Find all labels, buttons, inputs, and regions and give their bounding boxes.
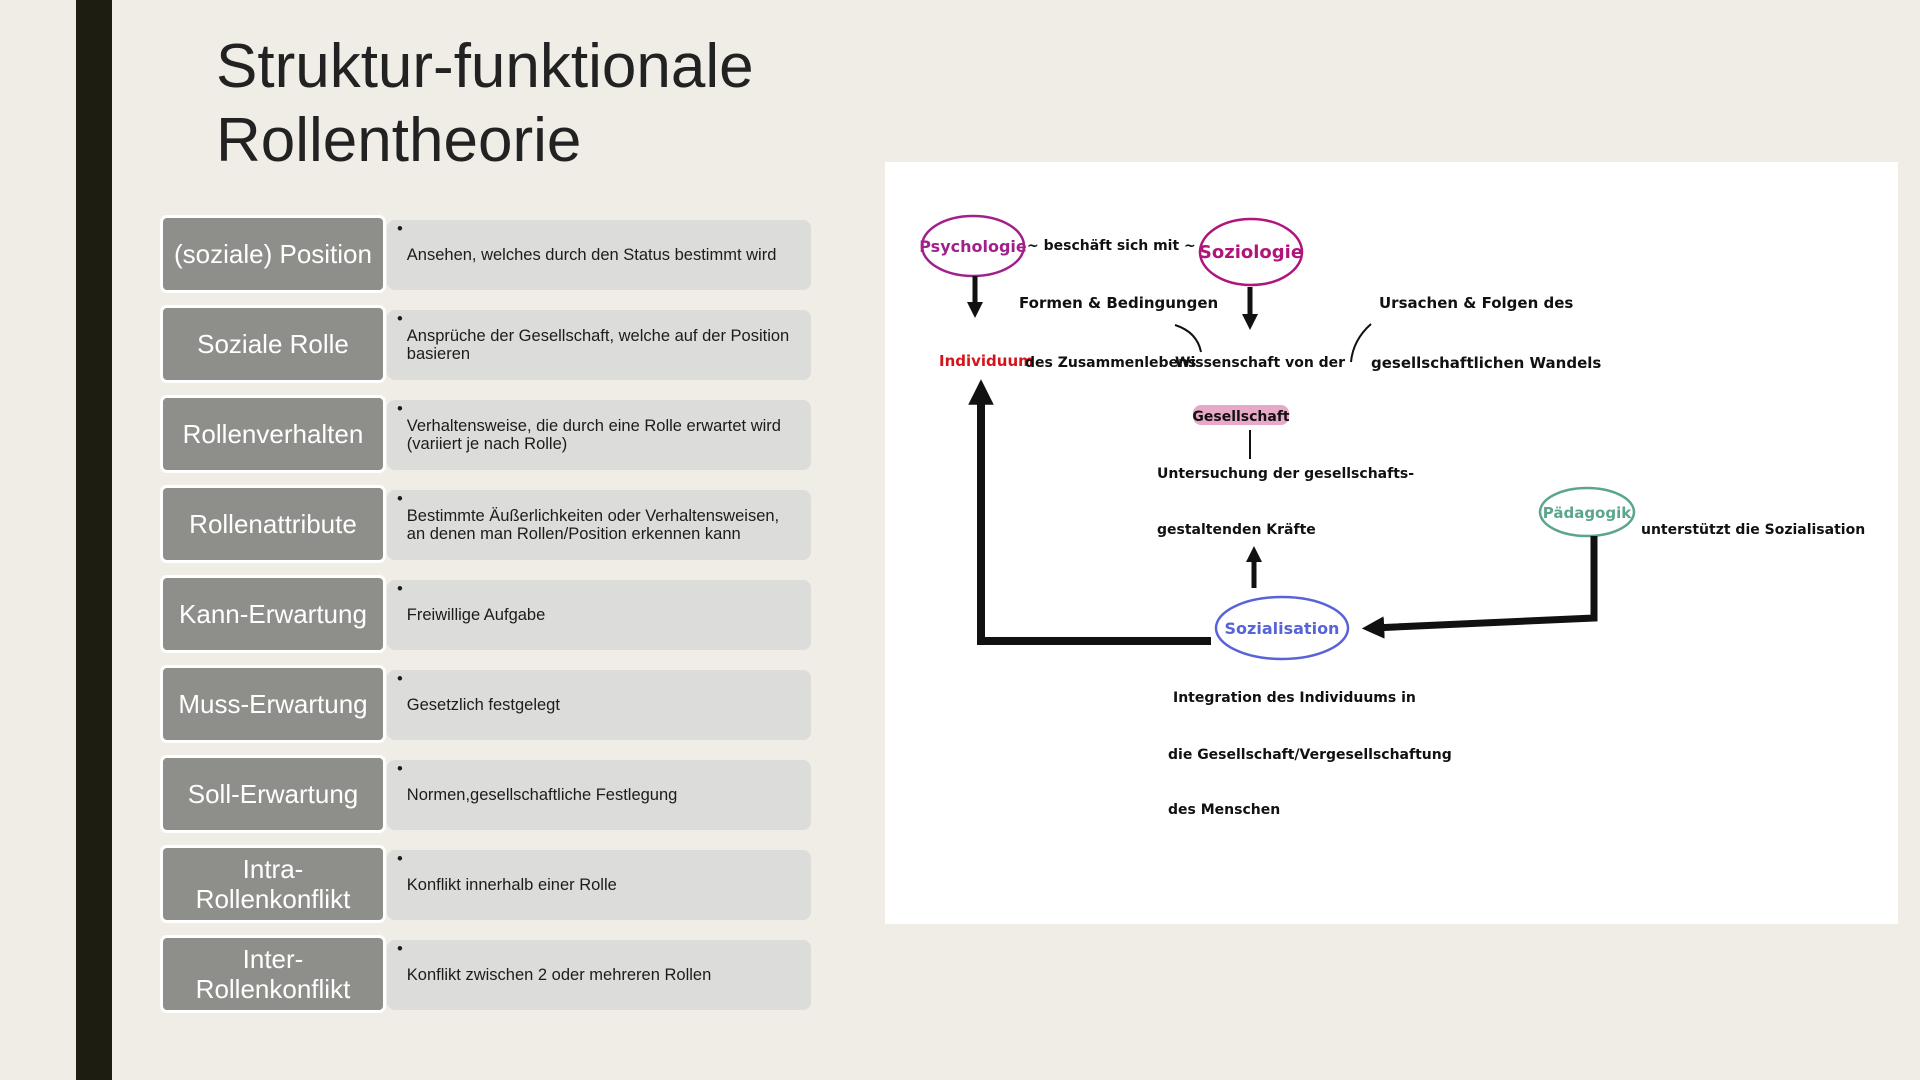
- definition-cell: •Verhaltensweise, die durch eine Rolle e…: [387, 400, 811, 470]
- individuum-label: Individuum: [939, 352, 1034, 370]
- sozialisation-label: Sozialisation: [1225, 619, 1340, 638]
- table-row: Intra-Rollenkonflikt •Konflikt innerhalb…: [157, 845, 814, 923]
- integration-line-3: des Menschen: [1168, 802, 1280, 818]
- table-row: Muss-Erwartung •Gesetzlich festgelegt: [157, 665, 814, 743]
- bullet: •: [397, 760, 403, 778]
- title-line-1: Struktur-funktionale: [216, 32, 754, 101]
- definition-cell: •Freiwillige Aufgabe: [387, 580, 811, 650]
- beschaeft-label: ~ beschäft sich mit ~: [1027, 238, 1196, 254]
- definition-cell: •Konflikt zwischen 2 oder mehreren Rolle…: [387, 940, 811, 1010]
- term-line: Inter-: [242, 944, 304, 974]
- bullet: •: [397, 670, 403, 688]
- term-line: Rollenkonflikt: [195, 974, 351, 1004]
- left-accent-bar: [76, 0, 112, 1080]
- definition-text: Konflikt zwischen 2 oder mehreren Rollen: [406, 966, 712, 984]
- definition-text: Ansprüche der Gesellschaft, welche auf d…: [406, 327, 790, 363]
- definition-text: Konflikt innerhalb einer Rolle: [406, 876, 617, 894]
- ursachen-connector: [1350, 323, 1372, 363]
- bullet: •: [397, 490, 403, 508]
- definition-cell: •Konflikt innerhalb einer Rolle: [387, 850, 811, 920]
- integration-line-2: die Gesellschaft/Vergesellschaftung: [1168, 747, 1452, 763]
- definition-text: Gesetzlich festgelegt: [406, 696, 560, 714]
- term-line: Rollenkonflikt: [195, 884, 351, 914]
- definition-text: Verhaltensweise, die durch eine Rolle er…: [406, 417, 781, 453]
- title-line-2: Rollentheorie: [216, 106, 582, 175]
- diagram-panel: Psychologie ~ beschäft sich mit ~ Soziol…: [885, 162, 1898, 924]
- ursachen-label: Ursachen & Folgen des: [1379, 294, 1573, 312]
- definition-text: Freiwillige Aufgabe: [406, 606, 546, 624]
- definition-cell: •Bestimmte Äußerlichkeiten oder Verhalte…: [387, 490, 811, 560]
- zusammenleben-label: des Zusammenlebens: [1025, 355, 1196, 371]
- term-cell: (soziale) Position: [160, 215, 386, 293]
- bullet: •: [397, 940, 403, 958]
- gesellschaft-label: Gesellschaft: [1192, 409, 1290, 425]
- wandel-label: gesellschaftlichen Wandels: [1371, 354, 1601, 372]
- table-row: Rollenverhalten •Verhaltensweise, die du…: [157, 395, 814, 473]
- table-row: Kann-Erwartung •Freiwillige Aufgabe: [157, 575, 814, 653]
- formen-connector: [1174, 324, 1202, 353]
- table-row: Inter-Rollenkonflikt •Konflikt zwischen …: [157, 935, 814, 1013]
- bullet: •: [397, 850, 403, 868]
- untersuchung-line-1: Untersuchung der gesellschafts-: [1157, 466, 1414, 482]
- bullet: •: [397, 400, 403, 418]
- table-row: Soll-Erwartung •Normen,gesellschaftliche…: [157, 755, 814, 833]
- term-cell: Muss-Erwartung: [160, 665, 386, 743]
- definition-cell: •Gesetzlich festgelegt: [387, 670, 811, 740]
- definition-cell: •Ansehen, welches durch den Status besti…: [387, 220, 811, 290]
- psychologie-label: Psychologie: [919, 237, 1027, 256]
- bullet: •: [397, 220, 403, 238]
- definition-text: Normen,gesellschaftliche Festlegung: [406, 786, 678, 804]
- term-cell: Inter-Rollenkonflikt: [160, 935, 386, 1013]
- definition-cell: •Normen,gesellschaftliche Festlegung: [387, 760, 811, 830]
- arrow-paedagogik-sozialisation: [1361, 536, 1598, 639]
- term-cell: Rollenattribute: [160, 485, 386, 563]
- paedagogik-label: Pädagogik: [1543, 504, 1632, 522]
- table-row: (soziale) Position •Ansehen, welches dur…: [157, 215, 814, 293]
- table-row: Rollenattribute •Bestimmte Äußerlichkeit…: [157, 485, 814, 563]
- term-cell: Rollenverhalten: [160, 395, 386, 473]
- definition-cell: •Ansprüche der Gesellschaft, welche auf …: [387, 310, 811, 380]
- term-cell: Intra-Rollenkonflikt: [160, 845, 386, 923]
- soziologie-label: Soziologie: [1199, 242, 1303, 263]
- sozialisation-node: [1214, 595, 1350, 661]
- wissenschaft-label: Wissenschaft von der: [1175, 355, 1345, 371]
- term-cell: Soziale Rolle: [160, 305, 386, 383]
- definition-text: Bestimmte Äußerlichkeiten oder Verhalten…: [406, 507, 780, 543]
- formen-label: Formen & Bedingungen: [1019, 294, 1218, 312]
- arrow-sozialisation-individuum: [968, 379, 1211, 645]
- bullet: •: [397, 580, 403, 598]
- table-row: Soziale Rolle •Ansprüche der Gesellschaf…: [157, 305, 814, 383]
- gesellschaft-highlight: [1193, 405, 1289, 425]
- bullet: •: [397, 310, 403, 328]
- term-cell: Soll-Erwartung: [160, 755, 386, 833]
- page-title: Struktur-funktionale Rollentheorie: [216, 30, 936, 178]
- term-line: Intra-: [242, 854, 304, 884]
- definition-text: Ansehen, welches durch den Status bestim…: [406, 246, 777, 264]
- untersuchung-line-2: gestaltenden Kräfte: [1157, 522, 1316, 538]
- unterstuetzt-label: unterstützt die Sozialisation: [1641, 522, 1865, 538]
- role-theory-table: (soziale) Position •Ansehen, welches dur…: [157, 215, 814, 1025]
- concept-diagram: Psychologie ~ beschäft sich mit ~ Soziol…: [919, 214, 1865, 818]
- term-cell: Kann-Erwartung: [160, 575, 386, 653]
- soziologie-node: [1198, 217, 1304, 287]
- paedagogik-node: [1538, 486, 1636, 538]
- integration-line-1: Integration des Individuums in: [1173, 690, 1416, 706]
